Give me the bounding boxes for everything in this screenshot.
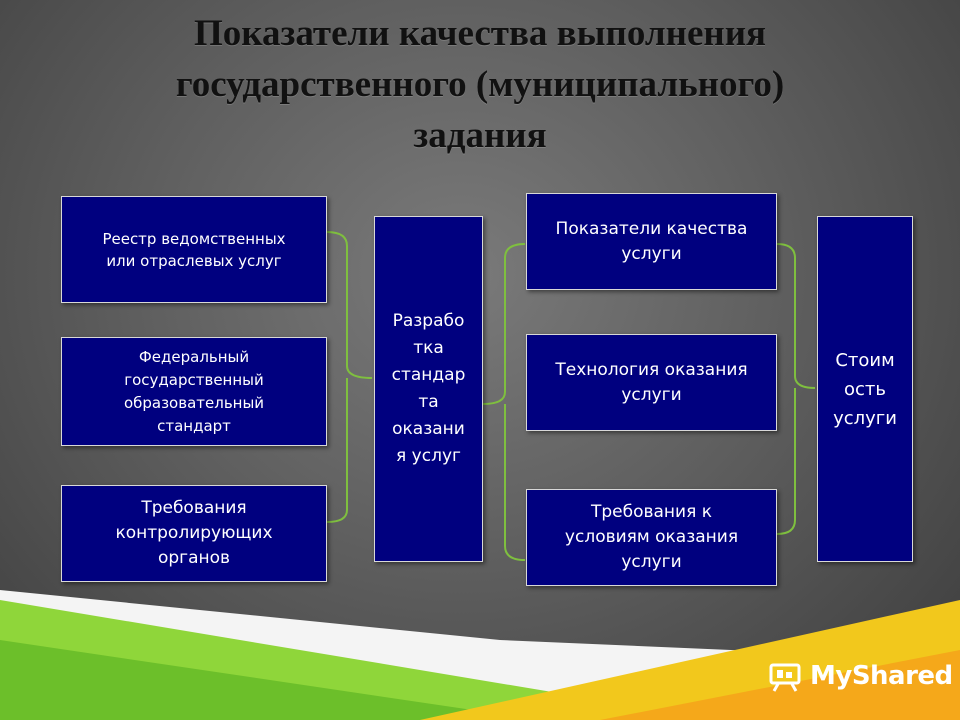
service-technology-box: Технология оказания услуги xyxy=(526,334,777,431)
box-label: Разрабо тка стандар та оказани я услуг xyxy=(391,311,466,466)
service-cost-box: Стоим ость услуги xyxy=(817,216,913,562)
quality-indicators-box: Показатели качества услуги xyxy=(526,193,777,290)
box-label: Требования к условиям оказания услуги xyxy=(564,502,739,572)
title-line-1: Показатели качества выполнения xyxy=(193,13,767,54)
title-line-2: государственного (муниципального) xyxy=(175,64,785,105)
registry-of-services-box: Реестр ведомственных или отраслевых услу… xyxy=(61,196,327,303)
box-label: Технология оказания услуги xyxy=(555,359,748,405)
box-label: Стоим ость услуги xyxy=(833,349,897,429)
title-line-3: задания xyxy=(413,115,547,156)
box-label: Требования контролирующих органов xyxy=(115,498,273,568)
service-conditions-box: Требования к условиям оказания услуги xyxy=(526,489,777,586)
box-label: Показатели качества услуги xyxy=(555,218,748,264)
box-label: Федеральный государственный образователь… xyxy=(123,347,265,435)
control-bodies-requirements-box: Требования контролирующих органов xyxy=(61,485,327,582)
slide-title: Показатели качества выполнения государст… xyxy=(40,8,920,161)
presentation-board-icon xyxy=(769,663,801,692)
myshared-logo: MyShared xyxy=(768,656,953,696)
standard-development-box: Разрабо тка стандар та оказани я услуг xyxy=(374,216,483,562)
box-label: Реестр ведомственных или отраслевых услу… xyxy=(102,229,286,270)
logo-text: MyShared xyxy=(810,661,953,691)
federal-standard-box: Федеральный государственный образователь… xyxy=(61,337,327,446)
